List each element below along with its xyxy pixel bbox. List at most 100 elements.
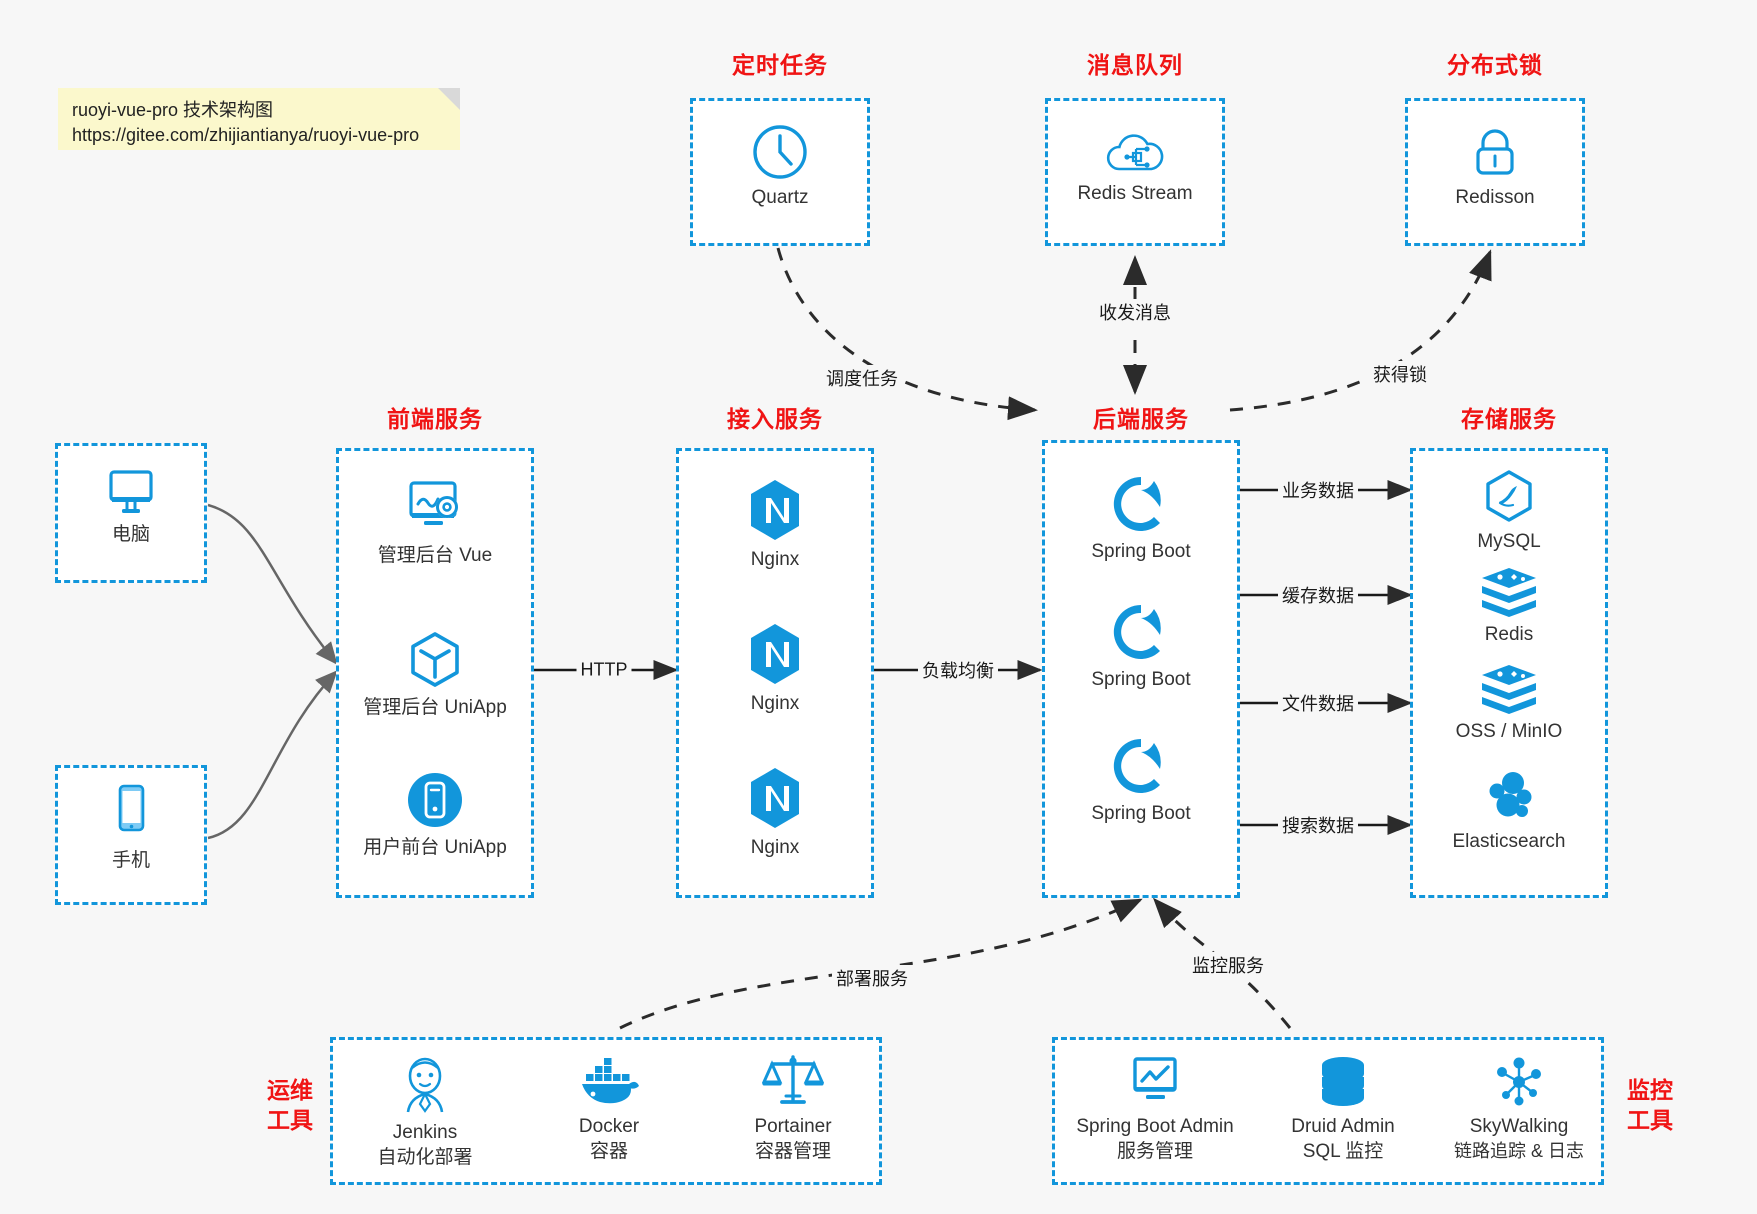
edge-label-search-data: 搜索数据 — [1278, 812, 1358, 838]
node-label: 管理后台 Vue — [377, 545, 493, 566]
node-label: 电脑 — [111, 524, 150, 545]
edge-label-http: HTTP — [576, 659, 632, 681]
node-label: Redis Stream — [1077, 183, 1193, 204]
node-sublabel: 容器管理 — [754, 1141, 831, 1162]
node-redisson[interactable]: Redisson — [1408, 123, 1582, 210]
node-label: Redis — [1484, 624, 1534, 645]
node-nginx-2[interactable]: Nginx — [679, 621, 871, 716]
node-oss-minio[interactable]: OSS / MinIO — [1413, 663, 1605, 744]
node-docker[interactable]: Docker 容器 — [517, 1056, 701, 1164]
mobile-phone-icon — [118, 784, 145, 832]
node-label: SkyWalking — [1469, 1116, 1569, 1137]
group-box-storage[interactable]: MySQL Redis OSS / MinIO — [1410, 448, 1608, 898]
node-nginx-3[interactable]: Nginx — [679, 765, 871, 860]
spring-leaf-icon — [1113, 476, 1161, 531]
node-admin-vue[interactable]: 管理后台 Vue — [339, 477, 531, 568]
group-title-storage: 存储服务 — [1461, 406, 1557, 432]
edge-label-deploy-service: 部署服务 — [832, 965, 912, 991]
edge-label-send-receive-message: 收发消息 — [1095, 299, 1175, 325]
spring-leaf-icon — [1113, 604, 1161, 659]
phone-circle-icon — [408, 773, 462, 827]
client-box-phone[interactable]: 手机 — [55, 765, 207, 905]
edge-label-business-data: 业务数据 — [1278, 477, 1358, 503]
node-spring-boot-1[interactable]: Spring Boot — [1045, 473, 1237, 564]
group-box-devops[interactable]: Jenkins 自动化部署 Docker 容器 — [330, 1037, 882, 1185]
edge-label-monitor-service: 监控服务 — [1188, 952, 1268, 978]
node-druid-admin[interactable]: Druid Admin SQL 监控 — [1255, 1054, 1431, 1164]
node-label: Portainer — [754, 1116, 832, 1137]
node-phone[interactable]: 手机 — [58, 782, 204, 873]
spring-leaf-icon — [1113, 738, 1161, 793]
monitor-chart-icon — [1133, 1057, 1177, 1099]
note-line-1: ruoyi-vue-pro 技术架构图 — [72, 100, 274, 120]
padlock-icon — [1476, 129, 1514, 175]
group-box-distributed-lock[interactable]: Redisson — [1405, 98, 1585, 246]
node-label: Nginx — [750, 837, 800, 858]
docker-whale-icon — [582, 1058, 639, 1104]
database-cylinder-icon — [1322, 1057, 1364, 1106]
group-title-devops: 运维 工具 — [267, 1077, 313, 1133]
nginx-icon — [751, 624, 799, 684]
node-admin-uniapp[interactable]: 管理后台 UniApp — [339, 629, 531, 720]
edge-label-schedule-task: 调度任务 — [822, 365, 902, 391]
node-label: Elasticsearch — [1452, 831, 1566, 852]
client-box-computer[interactable]: 电脑 — [55, 443, 207, 583]
node-mysql[interactable]: MySQL — [1413, 469, 1605, 554]
edge-label-load-balance: 负载均衡 — [918, 657, 998, 683]
node-label: Redisson — [1455, 187, 1535, 208]
node-jenkins[interactable]: Jenkins 自动化部署 — [333, 1054, 517, 1170]
group-title-monitoring: 监控 工具 — [1627, 1077, 1673, 1133]
group-box-monitoring[interactable]: Spring Boot Admin 服务管理 Druid Admin SQL 监… — [1052, 1037, 1604, 1185]
node-skywalking[interactable]: SkyWalking 链路追踪 & 日志 — [1431, 1054, 1607, 1164]
group-title-backend: 后端服务 — [1093, 406, 1189, 432]
node-quartz[interactable]: Quartz — [693, 123, 867, 210]
node-redis[interactable]: Redis — [1413, 566, 1605, 647]
node-spring-boot-3[interactable]: Spring Boot — [1045, 735, 1237, 826]
node-label: MySQL — [1477, 531, 1541, 552]
node-sublabel: 服务管理 — [1116, 1141, 1193, 1162]
node-label: Spring Boot — [1091, 669, 1191, 690]
node-sublabel: 链路追踪 & 日志 — [1453, 1141, 1584, 1161]
node-label: Quartz — [751, 187, 809, 208]
node-label: Nginx — [750, 693, 800, 714]
node-label: OSS / MinIO — [1455, 721, 1563, 742]
node-label: Spring Boot Admin — [1076, 1116, 1234, 1137]
group-title-gateway: 接入服务 — [727, 406, 823, 432]
group-title-distributed-lock: 分布式锁 — [1447, 52, 1543, 78]
group-box-message-queue[interactable]: Redis Stream — [1045, 98, 1225, 246]
nginx-icon — [751, 768, 799, 828]
edge-label-file-data: 文件数据 — [1278, 690, 1358, 716]
node-portainer[interactable]: Portainer 容器管理 — [701, 1052, 885, 1164]
desktop-monitor-icon — [109, 470, 153, 513]
node-elasticsearch[interactable]: Elasticsearch — [1413, 769, 1605, 854]
node-sublabel: SQL 监控 — [1302, 1141, 1384, 1162]
hex-cube-icon — [411, 632, 459, 687]
node-label: Nginx — [750, 549, 800, 570]
node-redis-stream[interactable]: Redis Stream — [1048, 127, 1222, 206]
node-label: Jenkins — [392, 1122, 458, 1143]
mysql-dolphin-icon — [1486, 470, 1532, 522]
node-nginx-1[interactable]: Nginx — [679, 477, 871, 572]
node-user-uniapp[interactable]: 用户前台 UniApp — [339, 769, 531, 860]
note-line-2: https://gitee.com/zhijiantianya/ruoyi-vu… — [72, 125, 420, 145]
node-label: 管理后台 UniApp — [363, 697, 507, 718]
nginx-icon — [751, 480, 799, 540]
group-box-scheduler[interactable]: Quartz — [690, 98, 870, 246]
cloud-network-icon — [1106, 134, 1164, 171]
group-box-gateway[interactable]: Nginx Nginx Nginx — [676, 448, 874, 898]
group-box-backend[interactable]: Spring Boot Spring Boot Spring Boot — [1042, 440, 1240, 898]
scales-icon — [762, 1055, 824, 1104]
node-label: Spring Boot — [1091, 541, 1191, 562]
node-spring-boot-admin[interactable]: Spring Boot Admin 服务管理 — [1055, 1054, 1255, 1164]
monitor-gear-icon — [409, 481, 458, 525]
node-label: 手机 — [111, 850, 150, 871]
group-box-frontend[interactable]: 管理后台 Vue 管理后台 UniApp 用户前台 UniApp — [336, 448, 534, 898]
node-label: Druid Admin — [1291, 1116, 1395, 1137]
edge-label-acquire-lock: 获得锁 — [1369, 361, 1431, 387]
group-title-message-queue: 消息队列 — [1087, 52, 1183, 78]
node-computer[interactable]: 电脑 — [58, 466, 204, 547]
node-label: 用户前台 UniApp — [363, 837, 507, 858]
node-spring-boot-2[interactable]: Spring Boot — [1045, 601, 1237, 692]
node-graph-icon — [1497, 1057, 1541, 1106]
elasticsearch-icon — [1489, 772, 1532, 817]
